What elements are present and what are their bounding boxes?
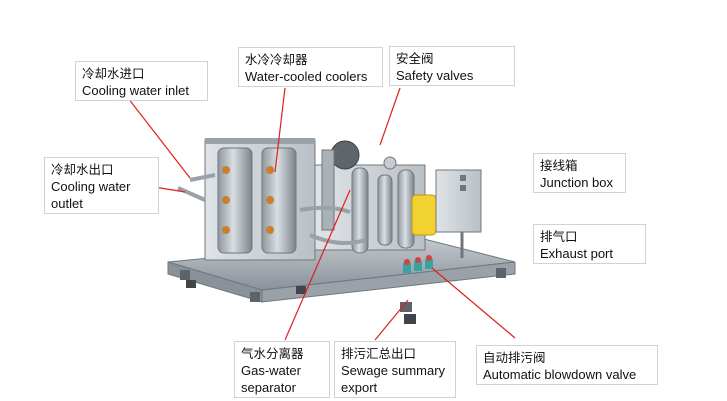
callout-zh: 冷却水进口 — [82, 66, 145, 81]
leader-lines — [127, 87, 516, 341]
callout-en-line2: separator — [241, 380, 296, 395]
callout-en-line1: Gas-water — [241, 363, 301, 378]
callout-exhaust-port: 排气口 Exhaust port — [533, 224, 646, 264]
callout-zh: 安全阀 — [396, 51, 434, 66]
cooler-bank — [204, 138, 316, 261]
base-skid — [167, 237, 516, 324]
callout-cooling-water-inlet: 冷却水进口 Cooling water inlet — [75, 61, 208, 101]
callout-en-line2: export — [341, 380, 378, 395]
blowdown-valves — [403, 255, 433, 273]
callout-en: Exhaust port — [540, 246, 613, 261]
callout-en: Cooling water inlet — [82, 83, 189, 98]
callout-gas-water-separator: 气水分离器 Gas-water separator — [234, 341, 330, 398]
callout-sewage-summary-export: 排污汇总出口 Sewage summary export — [334, 341, 456, 398]
callout-en: Junction box — [540, 175, 613, 190]
callout-cooling-water-outlet: 冷却水出口 Cooling water outlet — [44, 157, 159, 214]
callout-junction-box: 接线箱 Junction box — [533, 153, 626, 193]
callout-water-cooled-coolers: 水冷冷却器 Water-cooled coolers — [238, 47, 383, 87]
callout-zh: 自动排污阀 — [483, 350, 546, 365]
callout-en-line2: outlet — [51, 196, 83, 211]
compressor-unit — [314, 140, 426, 254]
callout-en: Safety valves — [396, 68, 474, 83]
callout-en-line1: Sewage summary — [341, 363, 446, 378]
callout-zh: 气水分离器 — [241, 346, 304, 361]
motor-and-junction-box — [411, 169, 482, 258]
callout-zh: 接线箱 — [540, 158, 578, 173]
callout-en-line1: Cooling water — [51, 179, 131, 194]
callout-safety-valves: 安全阀 Safety valves — [389, 46, 515, 86]
callout-zh: 排气口 — [540, 229, 578, 244]
callout-en: Water-cooled coolers — [245, 69, 368, 84]
callout-zh: 冷却水出口 — [51, 162, 114, 177]
callout-zh: 水冷冷却器 — [245, 52, 308, 67]
callout-zh: 排污汇总出口 — [341, 346, 417, 361]
piping — [177, 173, 366, 246]
callout-en: Automatic blowdown valve — [483, 367, 637, 382]
callout-automatic-blowdown-valve: 自动排污阀 Automatic blowdown valve — [476, 345, 658, 385]
